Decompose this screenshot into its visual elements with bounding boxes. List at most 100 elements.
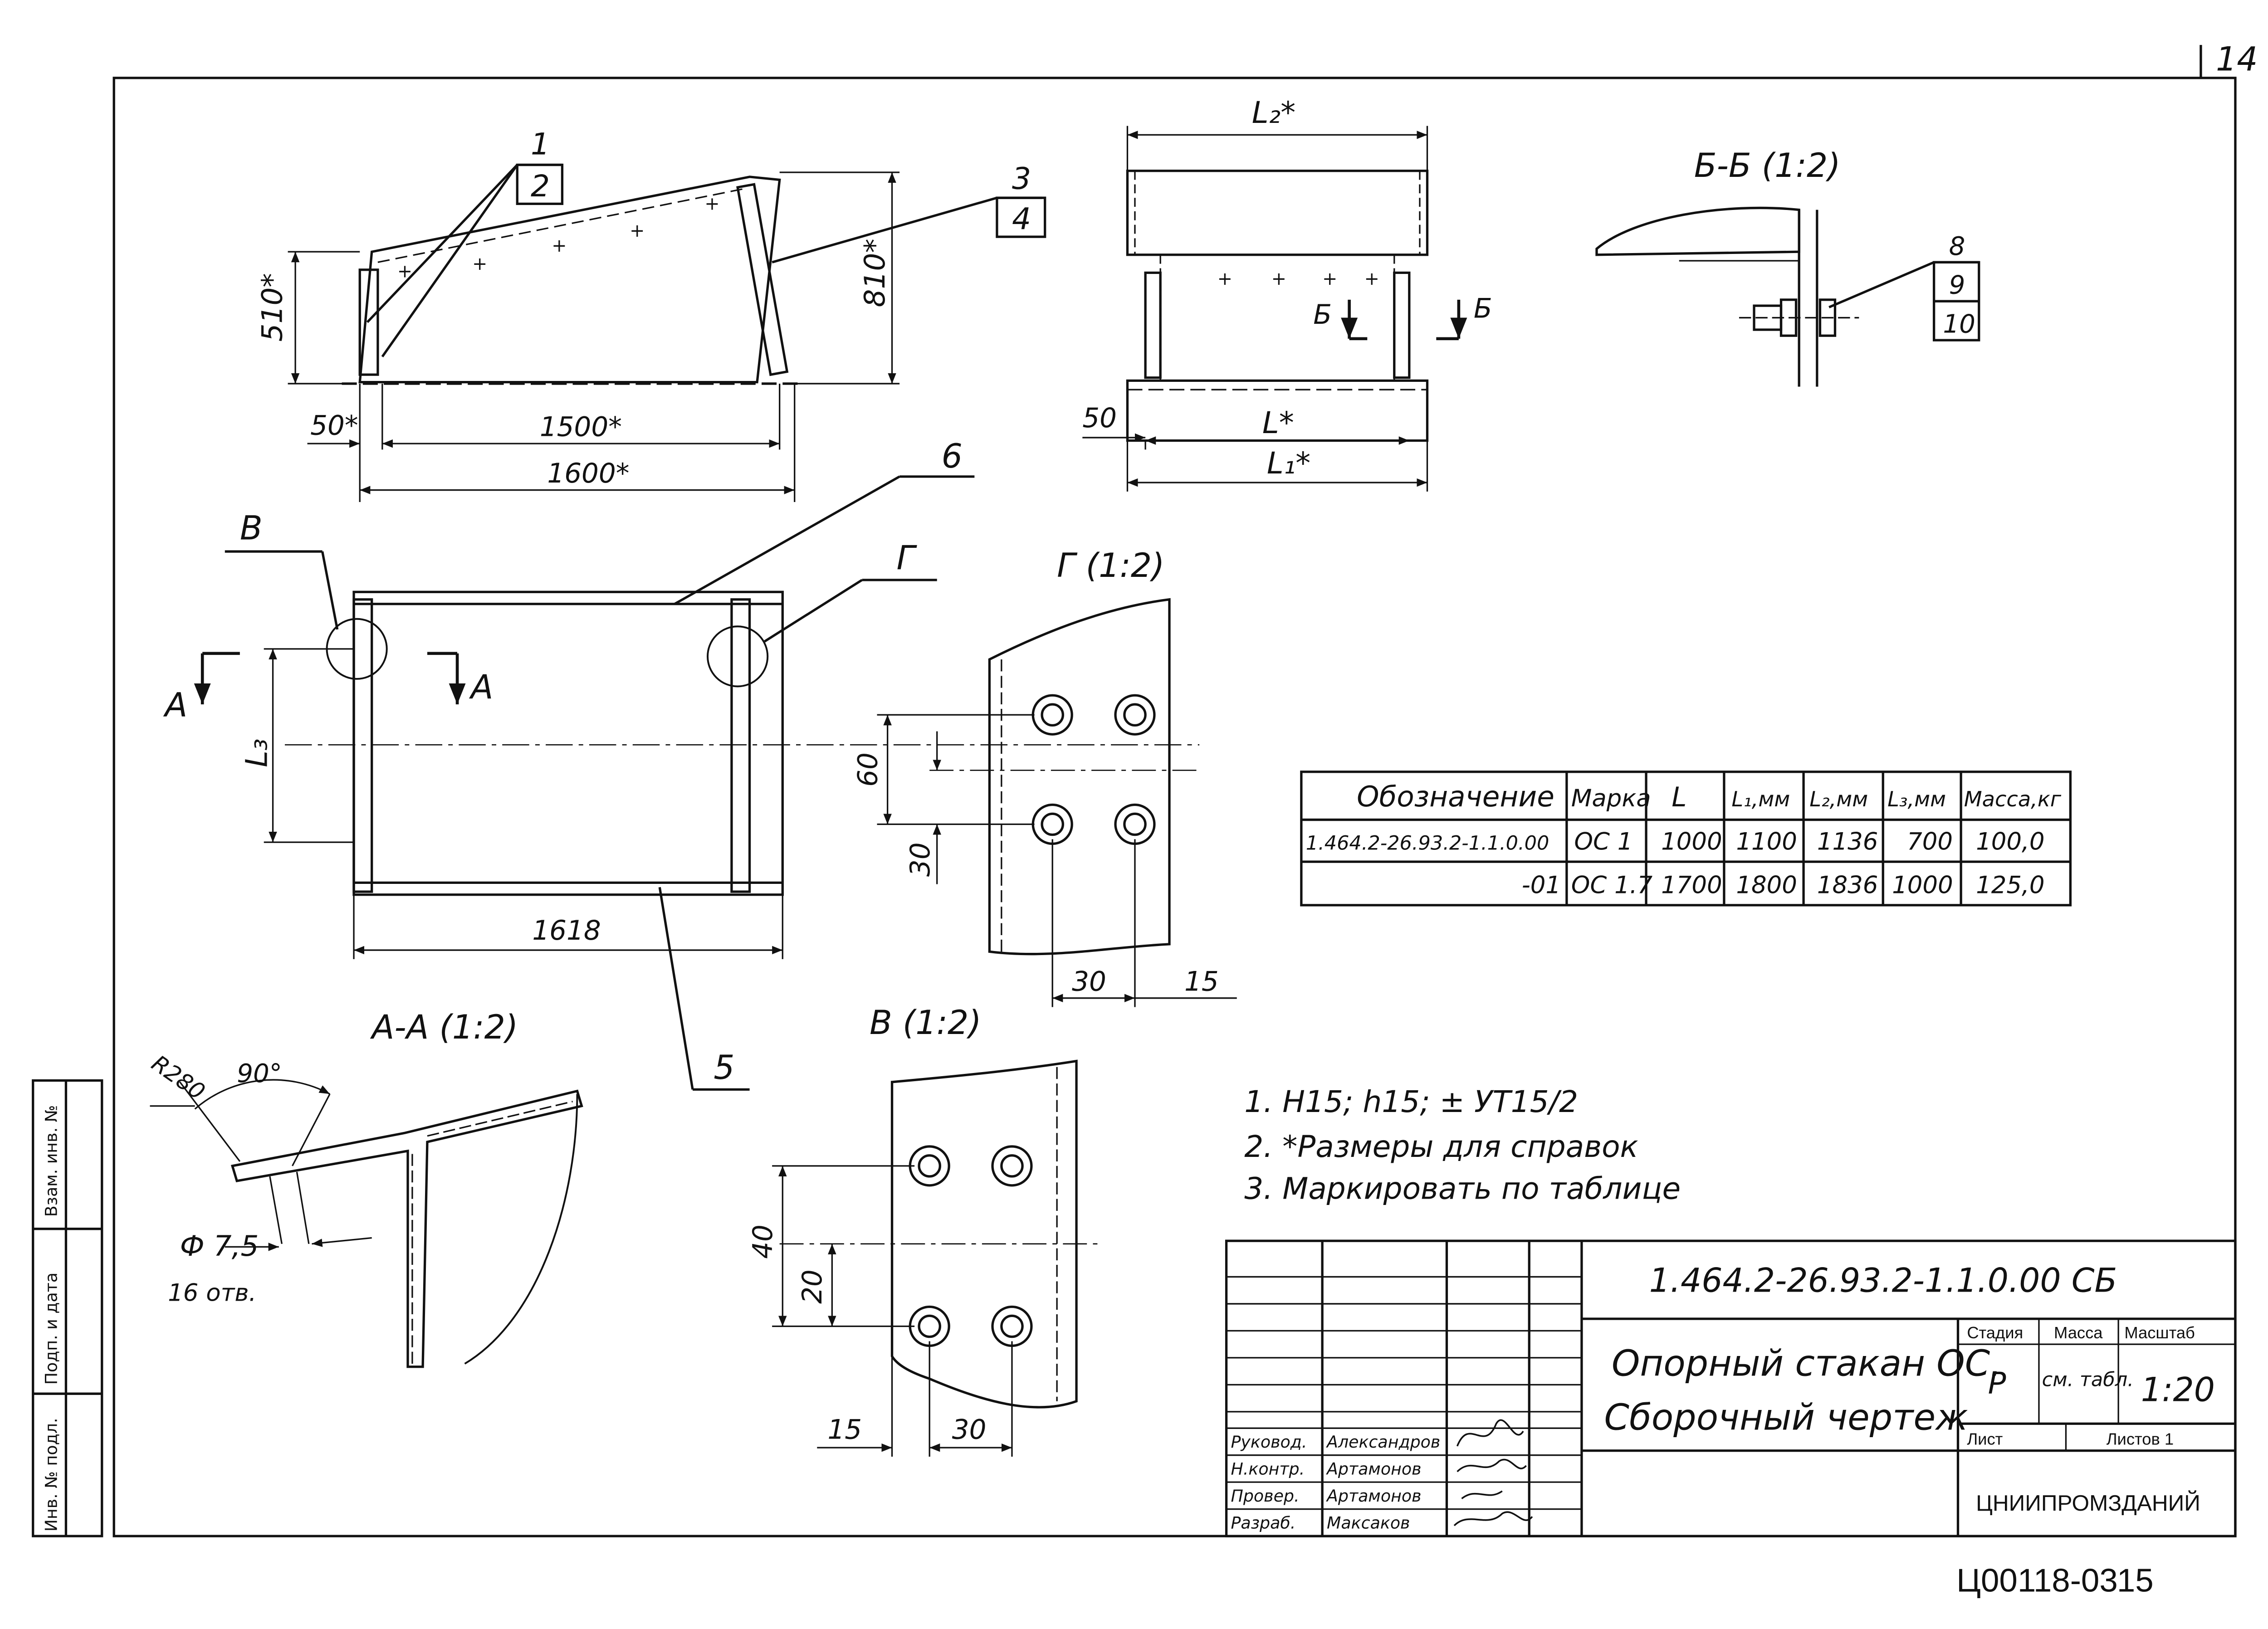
label-mass: Масса xyxy=(2054,1323,2103,1342)
name-checked: Артамонов xyxy=(1326,1486,1421,1506)
drawing-frame xyxy=(112,77,2237,1537)
detail-v-dim-h30: 30 xyxy=(952,1414,987,1445)
th-designation: Обозначение xyxy=(1357,780,1554,813)
callout-g: Г xyxy=(896,540,917,578)
table-cell: 1700 xyxy=(1661,871,1722,899)
stamp-swap-inv: Взам. инв. № xyxy=(42,1105,61,1217)
dim-1600: 1600* xyxy=(547,458,629,489)
th-l: L xyxy=(1672,782,1686,813)
callout-1: 1 xyxy=(531,127,550,161)
callout-4: 4 xyxy=(1012,202,1031,237)
aa-hole-diameter: Ф 7,5 xyxy=(180,1229,259,1263)
detail-v-holes xyxy=(909,1145,1033,1347)
detail-v-title: В (1:2) xyxy=(870,1004,982,1042)
dim-l3: L₃ xyxy=(239,739,274,767)
dim-510: 510* xyxy=(255,273,288,341)
label-sheets: Листов 1 xyxy=(2107,1430,2174,1449)
role-developed: Разраб. xyxy=(1231,1513,1296,1533)
table-cell: 100,0 xyxy=(1976,828,2044,856)
doc-code: 1.464.2-26.93.2-1.1.0.00 СБ xyxy=(1649,1262,2117,1300)
table-cell: 700 xyxy=(1907,828,1953,856)
note-1: 1. H15; h15; ± УТ15/2 xyxy=(1244,1084,1578,1119)
label-scale: Масштаб xyxy=(2124,1323,2195,1342)
side-stamp: Взам. инв. № Подп. и дата Инв. № подл. xyxy=(32,1079,103,1537)
section-aa-title: А-А (1:2) xyxy=(370,1009,518,1047)
bottom-code: Ц00118-03 xyxy=(1956,1562,2118,1599)
role-checked: Провер. xyxy=(1231,1486,1300,1506)
side-view: +++ ++ 1 2 3 4 510* 810* xyxy=(255,127,1046,502)
front-view: ++++ L₂* L* L₁* 50 Б Б xyxy=(1082,95,1492,492)
table-cell: 1100 xyxy=(1736,828,1797,856)
notes: 1. H15; h15; ± УТ15/2 2. *Размеры для сп… xyxy=(1244,1084,1681,1206)
table-cell: ОС 1 xyxy=(1574,828,1633,856)
table-row: 1.464.2-26.93.2-1.1.0.00 xyxy=(1306,832,1549,855)
table-row: -01 xyxy=(1522,871,1561,899)
detail-g-title: Г (1:2) xyxy=(1057,547,1164,585)
dim-l2: L₂* xyxy=(1252,95,1295,130)
value-stage: Р xyxy=(1988,1366,2006,1401)
detail-g-dim-30: 30 xyxy=(905,842,936,877)
org-name: ЦНИИПРОМЗДАНИЙ xyxy=(1976,1490,2200,1516)
aa-angle: 90° xyxy=(237,1059,282,1088)
callout-9: 9 xyxy=(1949,271,1965,300)
name-head: Александров xyxy=(1326,1432,1440,1452)
svg-text:+: + xyxy=(552,235,567,256)
page-number: 14 xyxy=(2216,40,2258,78)
table-cell: 1800 xyxy=(1736,871,1797,899)
dim-1618: 1618 xyxy=(532,915,601,946)
callout-5: 5 xyxy=(714,1049,734,1087)
aa-radius: R280 xyxy=(147,1050,210,1105)
svg-text:+: + xyxy=(1322,268,1337,289)
value-mass: см. табл. xyxy=(2042,1369,2134,1391)
table-cell: 1836 xyxy=(1817,871,1878,899)
table-cell: 1000 xyxy=(1661,828,1722,856)
callout-v: В xyxy=(240,510,263,548)
detail-g-holes xyxy=(1031,694,1156,845)
role-ncontrol: Н.контр. xyxy=(1231,1459,1305,1479)
detail-g: Г (1:2) 60 30 30 15 xyxy=(852,547,1237,1007)
callout-8: 8 xyxy=(1949,232,1965,261)
table-cell: 1136 xyxy=(1817,828,1878,856)
dim-1500: 1500* xyxy=(540,412,622,443)
detail-v-dim-20: 20 xyxy=(797,1269,828,1304)
dim-50-side: 50* xyxy=(310,410,358,441)
callout-2: 2 xyxy=(531,169,550,204)
note-3: 3. Маркировать по таблице xyxy=(1244,1171,1681,1206)
note-2: 2. *Размеры для справок xyxy=(1244,1129,1638,1164)
section-bb: Б-Б (1:2) 8 9 10 xyxy=(1595,147,1980,387)
title-block: 1.464.2-26.93.2-1.1.0.00 СБ Опорный стак… xyxy=(1225,1239,2237,1537)
detail-g-dim-h30: 30 xyxy=(1072,966,1106,997)
th-mass: Масса,кг xyxy=(1964,787,2062,811)
name-ncontrol: Артамонов xyxy=(1326,1459,1421,1479)
variants-table: Обозначение Марка L L₁,мм L₂,мм L₃,мм Ма… xyxy=(1300,771,2072,907)
section-mark-a-left: А xyxy=(163,687,188,725)
table-cell: ОС 1.7 xyxy=(1571,871,1653,899)
dim-l: L* xyxy=(1262,405,1294,440)
section-mark-a-right: А xyxy=(469,668,494,707)
detail-v-dim-h15: 15 xyxy=(827,1414,862,1445)
table-cell: 1000 xyxy=(1892,871,1953,899)
svg-text:+: + xyxy=(630,220,645,241)
dim-l1: L₁* xyxy=(1267,446,1310,481)
signatures xyxy=(1453,1419,1533,1527)
callout-3: 3 xyxy=(1012,161,1031,196)
role-head: Руковод. xyxy=(1231,1432,1307,1452)
dim-50-front: 50 xyxy=(1082,403,1117,434)
section-bb-title: Б-Б (1:2) xyxy=(1694,147,1841,185)
th-l2: L₂,мм xyxy=(1809,787,1868,811)
doc-name-line1: Опорный стакан ОС. xyxy=(1612,1342,2001,1385)
name-developed: Максаков xyxy=(1327,1513,1410,1533)
callout-6: 6 xyxy=(942,438,963,476)
detail-v-dim-40: 40 xyxy=(748,1224,779,1259)
svg-text:+: + xyxy=(1217,268,1232,289)
dim-810: 810* xyxy=(858,239,891,307)
th-l3: L₃,мм xyxy=(1887,787,1946,811)
svg-text:+: + xyxy=(1364,268,1379,289)
section-mark-b-right: Б xyxy=(1474,293,1492,325)
svg-text:+: + xyxy=(704,194,719,215)
detail-g-dim-h15: 15 xyxy=(1184,966,1219,997)
table-cell: 125,0 xyxy=(1976,871,2044,899)
stamp-orig-inv: Инв. № подл. xyxy=(42,1418,61,1531)
th-l1: L₁,мм xyxy=(1731,787,1790,811)
